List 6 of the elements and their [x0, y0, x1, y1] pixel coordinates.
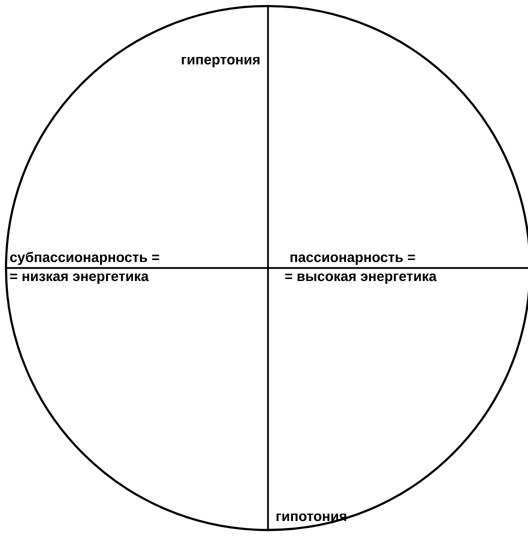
pole-label: = низкая энергетика	[10, 273, 149, 284]
pole-label: пассионарность =	[290, 254, 415, 265]
pole-label: = высокая энергетика	[285, 273, 437, 284]
pole-label: субпассионарность =	[10, 252, 160, 265]
pole-label: гипертония	[182, 56, 260, 68]
pole-label: гипотония	[276, 513, 346, 522]
